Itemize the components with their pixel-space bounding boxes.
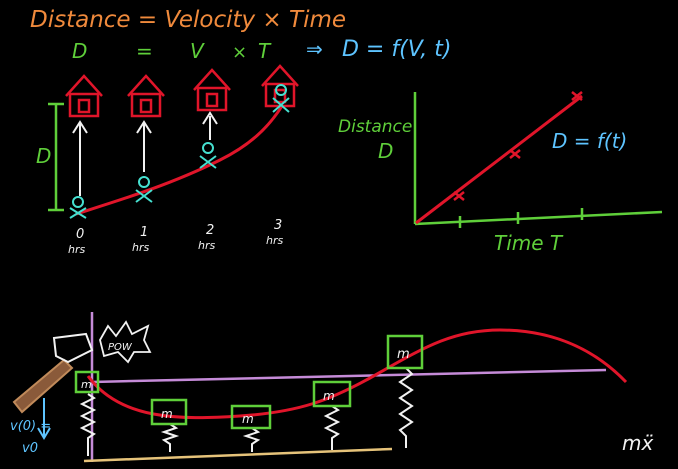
main-equation: Distance = Velocity × Time (30, 7, 346, 33)
graph-axes (413, 92, 663, 228)
svg-text:m: m (81, 378, 92, 391)
acceleration-term: mẍ (622, 431, 653, 455)
person-icon (199, 142, 217, 169)
symbol-equals: = (136, 39, 153, 63)
distance-label: D (36, 144, 51, 168)
curve-label: D = f(t) (552, 129, 627, 153)
spring-icon (79, 393, 97, 456)
hour-number: 2 (206, 223, 214, 238)
mass-block: m (74, 370, 100, 394)
graph-ylabel-symbol: D (378, 139, 393, 163)
hour-unit: hrs (198, 239, 215, 252)
arrow-icon (72, 111, 218, 196)
trajectory-curve (75, 105, 284, 216)
person-icon (69, 196, 87, 219)
symbol-times: × (232, 42, 247, 63)
down-arrow-icon (37, 398, 51, 440)
person-icon (272, 84, 290, 113)
hour-unit: hrs (68, 243, 85, 256)
pow-text: POW (108, 342, 133, 353)
svg-text:m: m (161, 407, 173, 421)
mass-block: m (150, 398, 188, 426)
symbol-v: V (190, 39, 205, 63)
svg-text:m: m (242, 412, 254, 426)
spring-icon (160, 423, 180, 452)
mass-block: m (312, 380, 352, 408)
house-icon (65, 74, 103, 118)
person-icon (135, 176, 153, 203)
ground-line (83, 447, 393, 463)
graph-ylabel: Distance (338, 117, 412, 137)
initial-velocity-value: v0 (22, 441, 38, 456)
hour-unit: hrs (132, 241, 149, 254)
oscillation-curve (86, 328, 628, 420)
symbol-t: T (258, 39, 272, 63)
equilibrium-line (91, 368, 607, 384)
function-notation: D = f(V, t) (342, 37, 451, 62)
data-point-marker (453, 191, 465, 201)
hour-number: 0 (76, 227, 84, 242)
spring-icon (398, 367, 414, 448)
data-point-marker (509, 149, 521, 159)
svg-text:m: m (323, 389, 335, 403)
implies-arrow: ⇒ (306, 37, 323, 61)
distance-bracket (48, 102, 64, 212)
distance-line (415, 94, 583, 225)
initial-velocity-label: v(0) = (10, 419, 51, 434)
data-point-marker (571, 91, 583, 101)
symbol-d: D (72, 39, 87, 63)
hour-number: 1 (140, 225, 148, 240)
spring-icon (323, 405, 341, 450)
house-icon (193, 68, 231, 112)
hour-number: 3 (274, 218, 282, 233)
graph-xlabel: Time T (494, 231, 564, 255)
spring-icon (242, 427, 261, 452)
svg-text:m: m (397, 347, 410, 362)
hour-unit: hrs (266, 234, 283, 247)
mass-block: m (386, 334, 424, 370)
mass-block: m (230, 404, 272, 430)
pow-burst-icon: POW (99, 320, 152, 364)
hammer-icon (12, 332, 94, 414)
house-icon (127, 74, 165, 118)
